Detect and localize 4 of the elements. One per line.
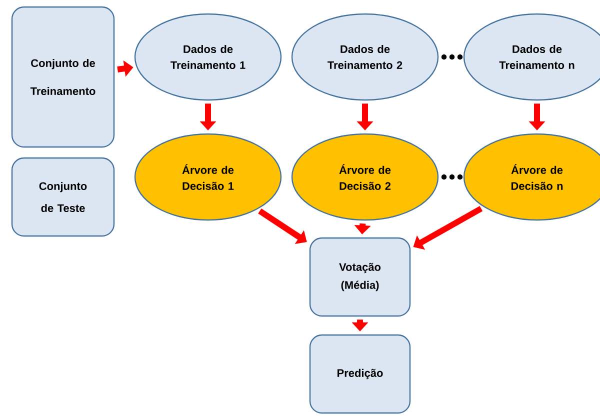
rounded-box: Conjunto de Teste	[11, 157, 115, 237]
rounded-box: Predição	[309, 334, 411, 414]
rounded-box: Conjunto de Treinamento	[11, 6, 115, 148]
rounded-box: Votação (Média)	[309, 237, 411, 317]
